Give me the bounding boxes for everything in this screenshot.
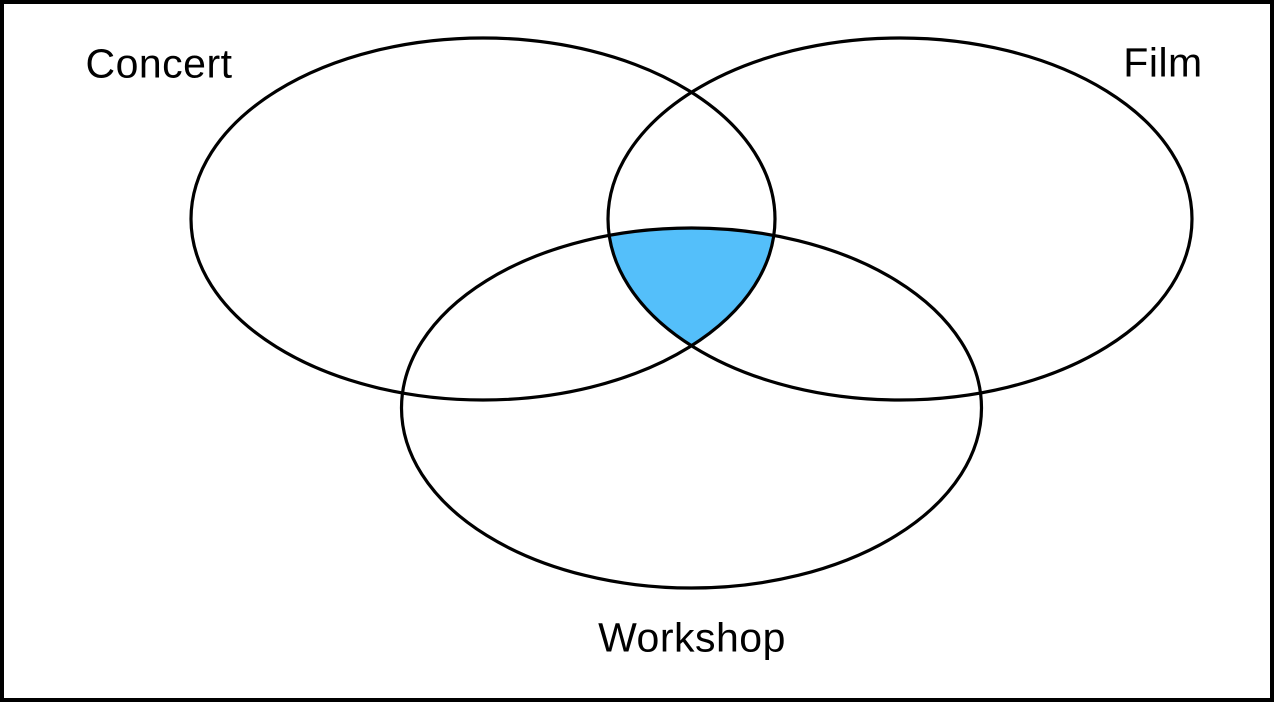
workshop-ellipse xyxy=(399,226,984,590)
intersection-clip-group xyxy=(608,228,775,400)
concert-ellipse xyxy=(189,36,777,402)
set-label-workshop: Workshop xyxy=(598,614,786,661)
set-label-concert: Concert xyxy=(85,40,233,87)
triple-intersection-region xyxy=(608,228,775,400)
film-ellipse xyxy=(606,36,1194,402)
set-label-film: Film xyxy=(1123,39,1203,86)
